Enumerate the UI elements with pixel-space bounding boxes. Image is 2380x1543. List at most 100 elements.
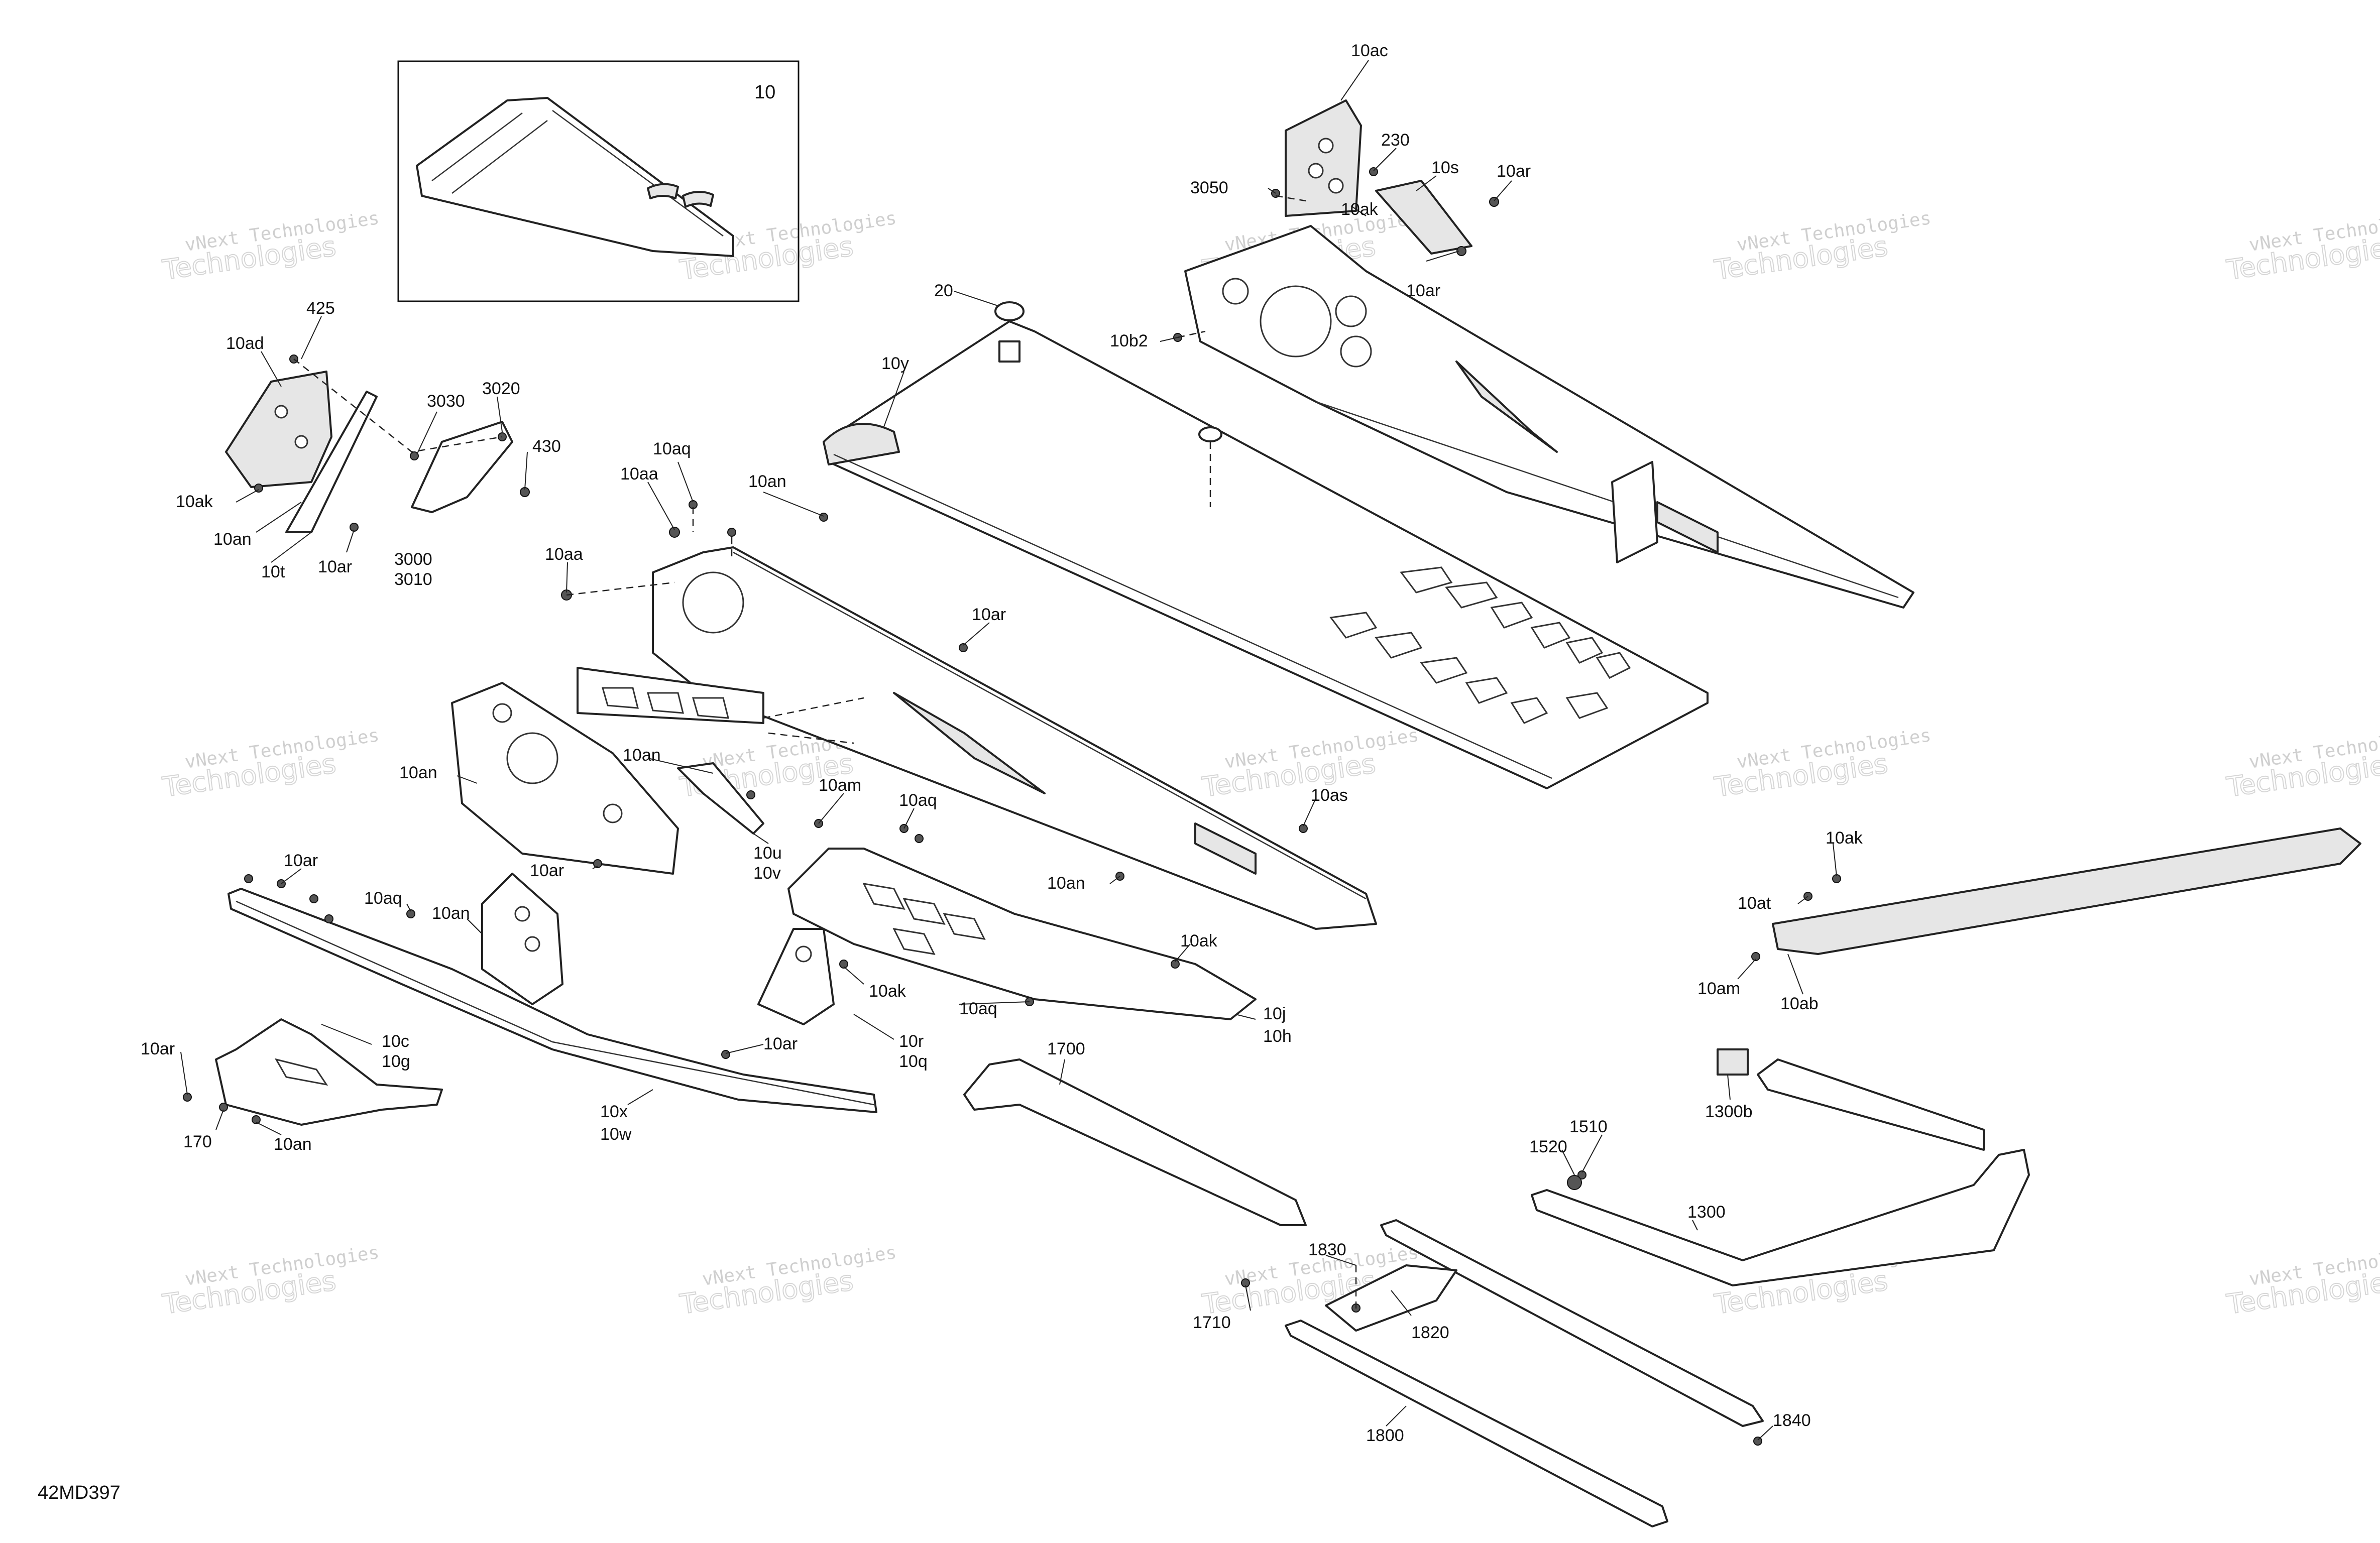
callout-10ar: 10ar	[1497, 162, 1531, 181]
callout-1800: 1800	[1366, 1426, 1404, 1445]
left-rail-lower	[652, 546, 1377, 930]
leader-lines	[180, 60, 1837, 1441]
tunnel-front-bend	[823, 423, 900, 465]
slide-1700	[963, 1058, 1307, 1226]
callout-10w: 10w	[600, 1125, 632, 1144]
callout-10as: 10as	[1311, 786, 1348, 805]
cap-20	[994, 301, 1025, 321]
callout-1820: 1820	[1411, 1323, 1449, 1342]
callout-170: 170	[183, 1132, 212, 1151]
callout-10r: 10r	[899, 1032, 924, 1051]
inset-cutouts	[647, 183, 714, 208]
callout-10am: 10am	[1697, 979, 1740, 998]
callout-10s: 10s	[1431, 158, 1459, 177]
callout-10ak: 10ak	[1826, 828, 1863, 848]
callout-10an: 10an	[748, 472, 786, 491]
plate-10u	[677, 762, 764, 835]
callout-1300b: 1300b	[1705, 1102, 1753, 1121]
bumper-1300	[1531, 1048, 2030, 1286]
callout-10ar: 10ar	[284, 851, 318, 870]
callout-1710: 1710	[1193, 1313, 1231, 1332]
inset-tunnel	[416, 97, 734, 257]
callout-10ak: 10ak	[869, 982, 906, 1001]
inset-label: 10	[754, 82, 775, 103]
callout-10an: 10an	[274, 1135, 312, 1154]
bracket-10s	[1375, 180, 1472, 255]
callout-1510: 1510	[1569, 1117, 1608, 1136]
slide-1820-rail	[1325, 1219, 1764, 1427]
callout-3020: 3020	[482, 379, 520, 398]
inner-plate-left	[451, 682, 679, 875]
callout-10c: 10c	[382, 1032, 409, 1051]
callout-3050: 3050	[1190, 178, 1228, 197]
callout-10aa: 10aa	[545, 545, 583, 564]
callout-10aq: 10aq	[899, 791, 937, 810]
callout-10ad: 10ad	[226, 334, 264, 353]
assembly-lines	[293, 195, 1357, 1311]
callout-425: 425	[306, 299, 335, 318]
bracket-10ac	[1285, 99, 1362, 217]
bracket-10an-mid	[481, 873, 563, 1005]
callout-10ar: 10ar	[972, 605, 1006, 624]
callout-10ar: 10ar	[530, 861, 564, 880]
cooler-fitting	[998, 340, 1021, 363]
callout-10v: 10v	[753, 864, 781, 883]
inset-frame	[397, 60, 800, 302]
figure-code: 42MD397	[38, 1482, 121, 1503]
callout-10ak: 10ak	[176, 492, 213, 511]
callout-10aq: 10aq	[364, 889, 402, 908]
callout-1700: 1700	[1047, 1039, 1085, 1058]
grommet	[1198, 426, 1222, 442]
callout-10u: 10u	[753, 844, 782, 863]
rail-10ab	[1772, 827, 2361, 955]
callout-10ar: 10ar	[318, 557, 352, 576]
callout-10ar: 10ar	[763, 1034, 798, 1053]
callout-3000: 3000	[394, 550, 432, 569]
callout-20: 20	[934, 281, 953, 300]
callout-10at: 10at	[1738, 894, 1771, 913]
callout-10x: 10x	[600, 1102, 628, 1121]
callout-10ak: 10ak	[1341, 200, 1379, 219]
callout-10ar: 10ar	[1406, 281, 1440, 300]
frame-10j	[787, 848, 1257, 1020]
callout-10ak: 10ak	[1180, 931, 1218, 951]
fasteners	[183, 167, 1841, 1446]
bracket-10t	[285, 391, 378, 533]
callout-10q: 10q	[899, 1052, 928, 1071]
callout-10h: 10h	[1263, 1027, 1292, 1046]
callouts: 10ac 230 10s 10ar 3050 10ak 10ar 10b2 20…	[141, 41, 1863, 1445]
callout-10t: 10t	[261, 562, 285, 581]
callout-1520: 1520	[1529, 1137, 1567, 1156]
callout-10aa: 10aa	[620, 464, 658, 484]
callout-10ar: 10ar	[141, 1039, 175, 1058]
callout-230: 230	[1381, 131, 1410, 150]
callout-10an: 10an	[399, 763, 437, 782]
callout-10an: 10an	[1047, 874, 1085, 893]
inset-assembly: 10	[397, 60, 800, 302]
callout-3010: 3010	[394, 570, 432, 589]
callout-10ab: 10ab	[1780, 994, 1819, 1013]
tunnel-top-10y	[823, 301, 1709, 789]
callout-10an: 10an	[432, 904, 470, 923]
callout-10y: 10y	[881, 354, 909, 373]
bracket-10r	[757, 928, 835, 1025]
tunnel-cutouts	[1329, 566, 1631, 724]
callout-10b2: 10b2	[1110, 331, 1148, 350]
bracket-10c	[215, 1018, 443, 1126]
callout-3030: 3030	[427, 392, 465, 411]
callout-10an: 10an	[623, 746, 661, 765]
running-board-10x	[228, 888, 877, 1113]
callout-1300: 1300	[1687, 1203, 1726, 1222]
callout-10g: 10g	[382, 1052, 410, 1071]
floor-cutouts	[577, 667, 764, 724]
callout-430: 430	[532, 437, 561, 456]
bracket-10ad	[225, 371, 332, 488]
callout-1840: 1840	[1773, 1411, 1811, 1430]
callout-10aq: 10aq	[653, 439, 691, 458]
callout-10am: 10am	[819, 776, 861, 795]
part-1300b	[1717, 1048, 1749, 1076]
callout-10ac: 10ac	[1351, 41, 1388, 60]
callout-10an: 10an	[213, 530, 252, 549]
right-rail-upper	[1184, 225, 1914, 609]
